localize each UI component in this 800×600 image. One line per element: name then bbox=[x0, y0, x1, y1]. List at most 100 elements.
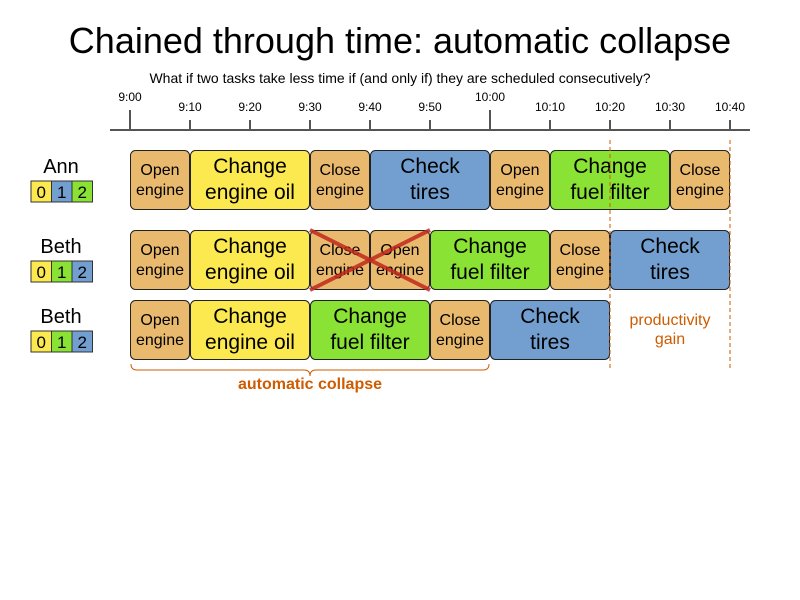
task-label-line2: engine bbox=[136, 332, 184, 349]
task-block[interactable]: Change fuel filter bbox=[310, 300, 430, 360]
task-label-line1: Check bbox=[640, 235, 700, 258]
gain-label-1: productivity bbox=[630, 312, 711, 329]
task-box bbox=[310, 230, 370, 290]
task-label-line1: Close bbox=[560, 242, 601, 259]
task-label-line2: engine bbox=[136, 262, 184, 279]
task-block[interactable]: Close engine bbox=[670, 150, 730, 210]
badge-number: 0 bbox=[37, 183, 46, 202]
task-block[interactable]: Change engine oil bbox=[190, 300, 310, 360]
badge-number: 0 bbox=[37, 333, 46, 352]
task-label-line1: Open bbox=[500, 162, 539, 179]
resource-name: Beth bbox=[40, 306, 81, 328]
task-label-line1: Check bbox=[400, 155, 460, 178]
task-label-line2: fuel filter bbox=[330, 331, 409, 354]
task-box bbox=[370, 150, 490, 210]
task-box bbox=[670, 150, 730, 210]
task-box bbox=[370, 230, 430, 290]
task-label-line2: engine oil bbox=[205, 181, 295, 204]
task-box bbox=[310, 150, 370, 210]
axis-tick-label: 10:20 bbox=[595, 100, 625, 114]
task-label-line1: Close bbox=[440, 312, 481, 329]
task-label-line1: Change bbox=[573, 155, 647, 178]
axis-tick-label: 9:50 bbox=[418, 100, 442, 114]
axis-tick-label: 9:10 bbox=[178, 100, 202, 114]
task-box bbox=[190, 300, 310, 360]
task-box bbox=[130, 300, 190, 360]
badge-number: 1 bbox=[57, 263, 66, 282]
task-label-line2: engine bbox=[496, 182, 544, 199]
cross-out-mark bbox=[309, 228, 431, 292]
task-block[interactable]: Close engine bbox=[430, 300, 490, 360]
task-box bbox=[190, 150, 310, 210]
subtitle: What if two tasks take less time if (and… bbox=[149, 70, 650, 86]
task-box bbox=[130, 230, 190, 290]
task-box bbox=[430, 300, 490, 360]
axis-tick-label: 10:00 bbox=[475, 90, 505, 104]
task-label-line1: Close bbox=[320, 242, 361, 259]
badge-number: 1 bbox=[57, 333, 66, 352]
task-block[interactable]: Close engine bbox=[310, 230, 370, 290]
task-block[interactable]: Change engine oil bbox=[190, 150, 310, 210]
task-block[interactable]: Open engine bbox=[490, 150, 550, 210]
task-box bbox=[310, 300, 430, 360]
task-box bbox=[130, 150, 190, 210]
badge-cell bbox=[71, 260, 93, 283]
task-label-line1: Change bbox=[213, 155, 287, 178]
task-block[interactable]: Close engine bbox=[550, 230, 610, 290]
task-box bbox=[190, 230, 310, 290]
task-label-line2: tires bbox=[650, 261, 690, 284]
axis-tick-label: 10:30 bbox=[655, 100, 685, 114]
task-label-line2: fuel filter bbox=[450, 261, 529, 284]
axis-tick-label: 9:20 bbox=[238, 100, 262, 114]
gain-label-2: gain bbox=[655, 331, 685, 348]
task-label-line2: engine bbox=[436, 332, 484, 349]
task-label-line1: Open bbox=[380, 242, 419, 259]
task-block[interactable]: Check tires bbox=[610, 230, 730, 290]
collapse-label: automatic collapse bbox=[238, 376, 382, 393]
task-label-line2: engine bbox=[676, 182, 724, 199]
task-label-line1: Close bbox=[680, 162, 721, 179]
badge-number: 2 bbox=[78, 263, 87, 282]
task-label-line2: engine oil bbox=[205, 331, 295, 354]
badge-number: 2 bbox=[78, 333, 87, 352]
title: Chained through time: automatic collapse bbox=[69, 20, 731, 61]
badge-number: 1 bbox=[57, 183, 66, 202]
task-label-line2: engine bbox=[316, 262, 364, 279]
badge-cell bbox=[71, 180, 93, 203]
axis-tick-label: 10:40 bbox=[715, 100, 745, 114]
axis-tick-label: 9:30 bbox=[298, 100, 322, 114]
task-label-line1: Close bbox=[320, 162, 361, 179]
task-label-line1: Change bbox=[453, 235, 527, 258]
task-label-line2: engine bbox=[376, 262, 424, 279]
task-box bbox=[430, 230, 550, 290]
task-label-line1: Check bbox=[520, 305, 580, 328]
task-box bbox=[490, 150, 550, 210]
badge-number: 2 bbox=[78, 183, 87, 202]
axis-tick-label: 10:10 bbox=[535, 100, 565, 114]
task-label-line1: Open bbox=[140, 312, 179, 329]
task-label-line1: Change bbox=[333, 305, 407, 328]
task-block[interactable]: Open engine bbox=[130, 300, 190, 360]
task-label-line1: Open bbox=[140, 242, 179, 259]
task-block[interactable]: Open engine bbox=[370, 230, 430, 290]
task-label-line2: engine oil bbox=[205, 261, 295, 284]
resource-name: Beth bbox=[40, 236, 81, 258]
axis-tick-label: 9:40 bbox=[358, 100, 382, 114]
task-label-line2: engine bbox=[556, 262, 604, 279]
task-block[interactable]: Change fuel filter bbox=[430, 230, 550, 290]
task-label-line1: Open bbox=[140, 162, 179, 179]
task-block[interactable]: Open engine bbox=[130, 230, 190, 290]
badge-number: 0 bbox=[37, 263, 46, 282]
axis-tick-label: 9:00 bbox=[118, 90, 142, 104]
task-label-line1: Change bbox=[213, 305, 287, 328]
